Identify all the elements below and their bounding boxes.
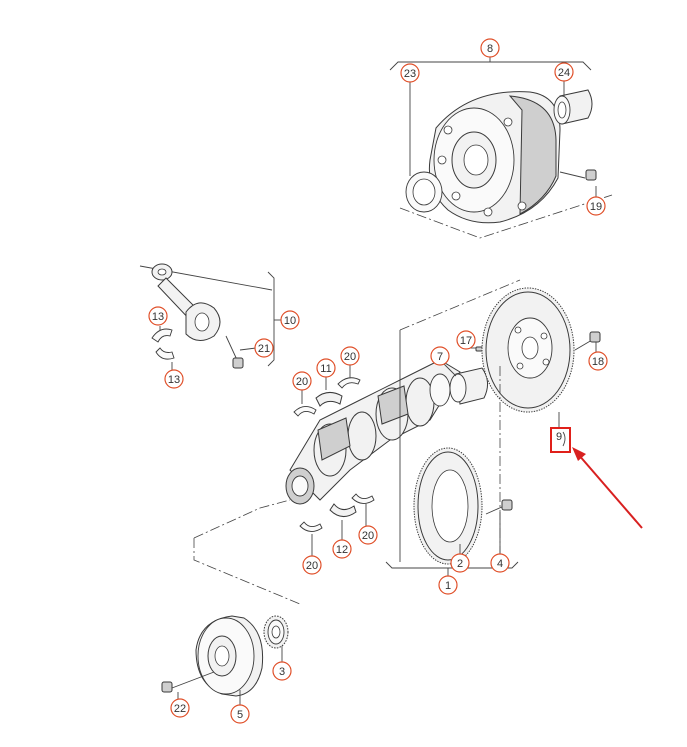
callout-11[interactable]: 11 xyxy=(316,358,336,378)
needle-bearing xyxy=(553,89,593,125)
pulley xyxy=(195,615,264,706)
seal-ring xyxy=(405,171,443,213)
callout-20-bottom-left[interactable]: 20 xyxy=(302,555,322,575)
callout-24[interactable]: 24 xyxy=(554,62,574,82)
callout-23[interactable]: 23 xyxy=(400,63,420,83)
bearing-shell-12 xyxy=(329,503,357,540)
bolt-22 xyxy=(161,671,215,700)
svg-text:8: 8 xyxy=(487,43,493,55)
svg-text:12: 12 xyxy=(336,544,348,556)
crank-flange-7 xyxy=(443,363,488,405)
bearing-shell-11 xyxy=(315,374,343,407)
bolt-18 xyxy=(574,331,601,352)
svg-text:23: 23 xyxy=(404,68,416,80)
svg-text:17: 17 xyxy=(460,335,472,347)
svg-text:19: 19 xyxy=(590,201,602,213)
callout-10[interactable]: 10 xyxy=(280,310,300,330)
svg-text:7: 7 xyxy=(437,351,443,363)
svg-text:20: 20 xyxy=(296,376,308,388)
svg-text:18: 18 xyxy=(592,356,604,368)
bolt-19 xyxy=(559,169,597,181)
svg-text:11: 11 xyxy=(320,363,331,375)
bolt-21 xyxy=(225,335,257,369)
callout-13-bottom[interactable]: 13 xyxy=(164,369,184,389)
callout-20-bottom-right[interactable]: 20 xyxy=(358,525,378,545)
svg-text:10: 10 xyxy=(284,315,296,327)
callout-4[interactable]: 4 xyxy=(490,553,510,573)
callout-2[interactable]: 2 xyxy=(450,553,470,573)
svg-text:3: 3 xyxy=(279,666,285,678)
red-arrow-icon xyxy=(572,447,643,529)
callout-1[interactable]: 1 xyxy=(438,575,458,595)
callout-9[interactable]: 9 xyxy=(556,412,566,447)
svg-text:22: 22 xyxy=(174,703,186,715)
ring-gear xyxy=(413,447,483,565)
part-group-8 xyxy=(389,57,613,239)
callout-5[interactable]: 5 xyxy=(230,704,250,724)
callout-7[interactable]: 7 xyxy=(430,346,450,366)
svg-text:20: 20 xyxy=(344,351,356,363)
thrust-washer-20d xyxy=(351,493,375,526)
thrust-washer-20b xyxy=(337,364,361,389)
callout-17[interactable]: 17 xyxy=(456,330,476,350)
bolt-4 xyxy=(485,499,513,554)
svg-text:9: 9 xyxy=(556,431,562,443)
svg-text:21: 21 xyxy=(258,343,270,355)
highlight-box-icon xyxy=(550,427,571,453)
crankshaft xyxy=(285,359,461,505)
sprocket xyxy=(263,615,289,662)
callout-18[interactable]: 18 xyxy=(588,351,608,371)
svg-text:24: 24 xyxy=(558,67,570,79)
connecting-rod xyxy=(151,263,221,341)
flange-housing xyxy=(428,91,561,224)
callout-20-top-left[interactable]: 20 xyxy=(292,371,312,391)
callout-13-top[interactable]: 13 xyxy=(148,306,168,326)
callout-21[interactable]: 21 xyxy=(254,338,274,358)
callout-22[interactable]: 22 xyxy=(170,698,190,718)
svg-text:13: 13 xyxy=(152,311,164,323)
svg-text:1: 1 xyxy=(445,580,451,592)
svg-text:5: 5 xyxy=(237,709,243,721)
svg-text:13: 13 xyxy=(168,374,180,386)
svg-text:2: 2 xyxy=(457,558,463,570)
callout-20-top-right[interactable]: 20 xyxy=(340,346,360,366)
callout-12[interactable]: 12 xyxy=(332,539,352,559)
callout-19[interactable]: 19 xyxy=(586,196,606,216)
thrust-washer-20c xyxy=(299,521,323,556)
callout-8[interactable]: 8 xyxy=(480,38,500,58)
bearing-shells-13 xyxy=(151,328,175,360)
part-group-10 xyxy=(139,263,282,370)
svg-text:4: 4 xyxy=(497,558,503,570)
svg-text:20: 20 xyxy=(362,530,374,542)
callout-3[interactable]: 3 xyxy=(272,661,292,681)
svg-text:20: 20 xyxy=(306,560,318,572)
flywheel xyxy=(481,287,575,560)
thrust-washer-20a xyxy=(293,388,317,417)
